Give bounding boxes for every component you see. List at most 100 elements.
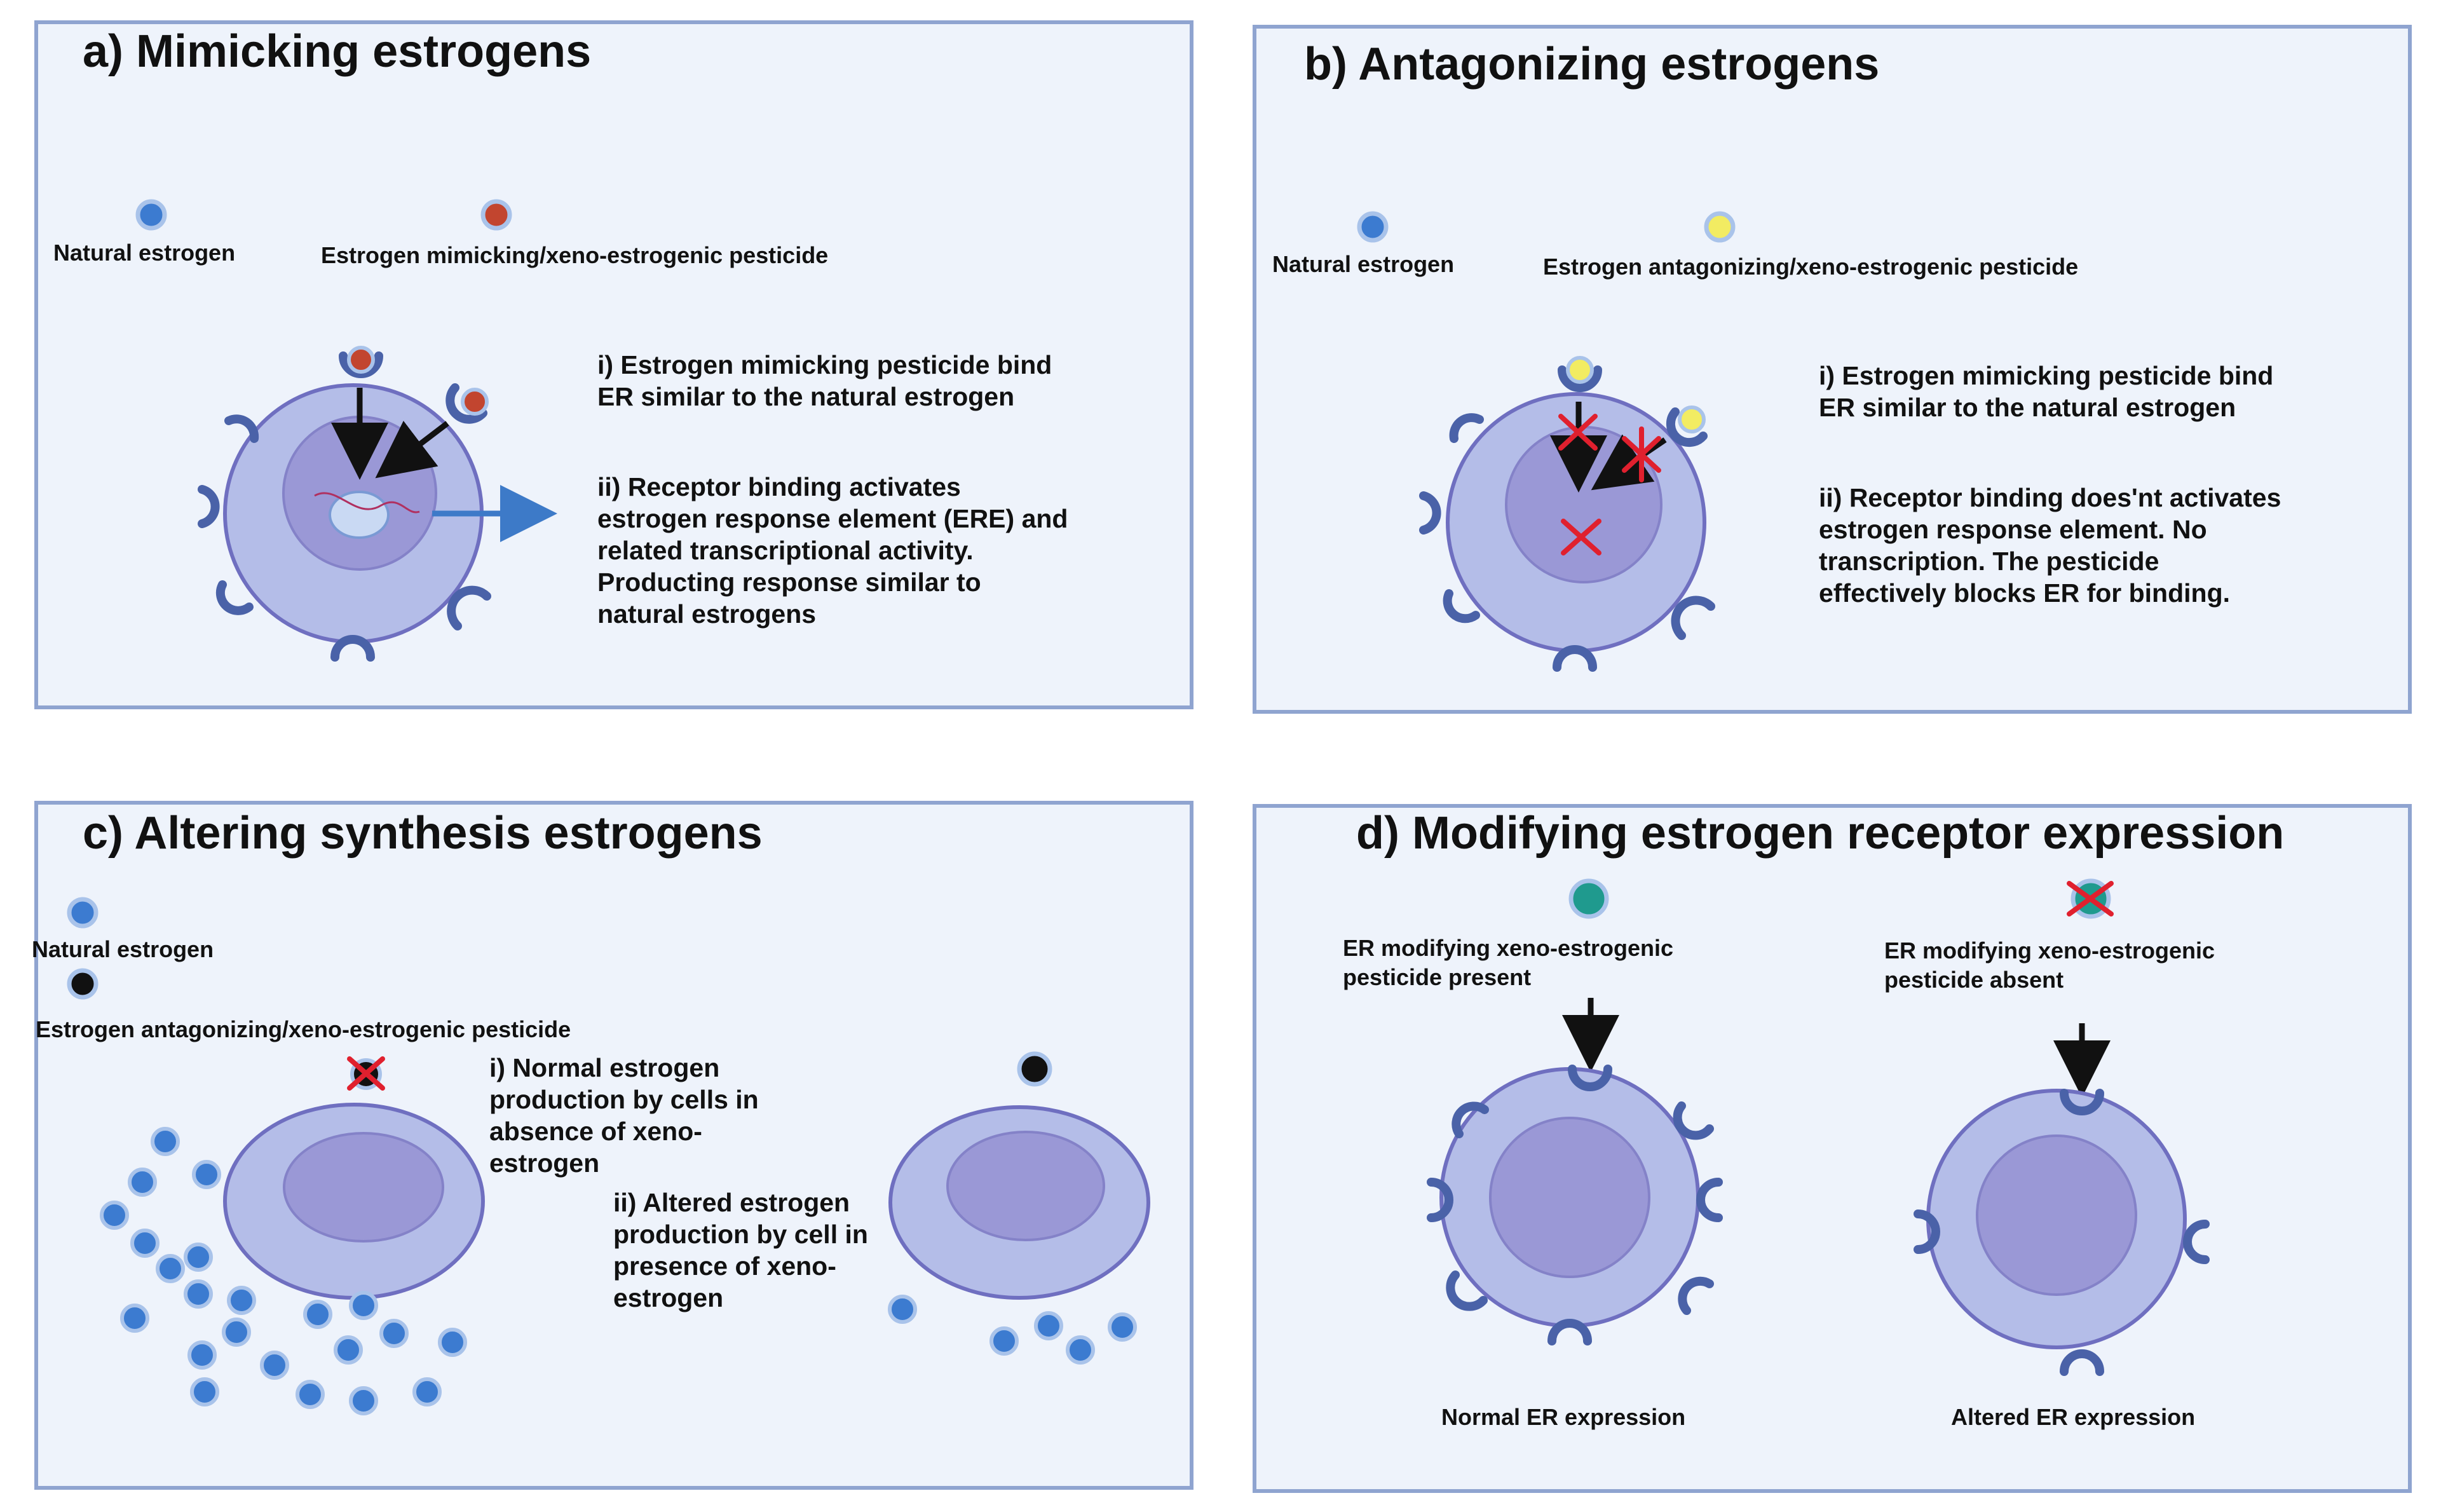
cross-icon (347, 1056, 385, 1091)
estrogen-dot (334, 1335, 363, 1365)
receptor-icon (2183, 1220, 2210, 1264)
cell-nucleus (1489, 1117, 1650, 1278)
receptor-icon (1446, 1270, 1488, 1311)
receptor-icon (1427, 1178, 1453, 1222)
cross-icon (2067, 881, 2114, 916)
ere-dna-blob (329, 491, 390, 539)
block-cross-icon (1622, 426, 1661, 482)
teal-pesticide-present-dot (1568, 878, 1609, 919)
legend-antagonist-pesticide: Estrogen antagonizing/xeno-estrogenic pe… (36, 1016, 571, 1042)
estrogen-cluster-altered (888, 1295, 1137, 1365)
absent-pesticide (347, 1056, 385, 1091)
receptor-icon (224, 414, 259, 443)
receptor-icon (1696, 1178, 1723, 1222)
estrogen-dot (438, 1328, 467, 1357)
panel-a-step2: ii) Receptor binding activates estrogen … (597, 472, 1075, 629)
panel-a-title: a) Mimicking estrogens (83, 26, 591, 77)
receptor-icon (1553, 645, 1597, 672)
cell-nucleus (283, 1132, 444, 1243)
receptor-icon (215, 580, 254, 615)
antagonist-pesticide-legend-dot (1704, 211, 1736, 243)
natural-estrogen-legend-dot (135, 199, 167, 231)
receptor-icon (1678, 1276, 1714, 1315)
estrogen-dot (349, 1386, 378, 1415)
bound-antagonist-pesticide (1566, 356, 1594, 384)
binding-arrow (375, 421, 449, 479)
estrogen-dot (184, 1243, 213, 1272)
panel-a-frame (34, 20, 1193, 709)
panel-d-title: d) Modifying estrogen receptor expressio… (1356, 808, 2284, 859)
estrogen-dot (120, 1304, 149, 1333)
receptor-icon (447, 585, 491, 630)
black-pesticide-legend-dot (67, 968, 99, 1000)
estrogen-dot (227, 1286, 256, 1315)
receptor-icon (330, 635, 375, 662)
panel-c-step1: i) Normal estrogen production by cells i… (489, 1053, 766, 1178)
receptor-icon (2060, 1349, 2104, 1376)
estrogen-dot (379, 1319, 409, 1348)
estrogen-dot (989, 1326, 1019, 1356)
receptor-icon (1419, 491, 1441, 535)
bound-black-pesticide (1017, 1051, 1052, 1087)
estrogen-dot (349, 1291, 378, 1320)
estrogen-dot (260, 1351, 289, 1380)
estrogen-dot (296, 1380, 325, 1409)
altered-er-caption: Altered ER expression (1951, 1404, 2195, 1430)
legend-mimic-pesticide: Estrogen mimicking/xeno-estrogenic pesti… (321, 242, 828, 268)
receptor-icon (1673, 1101, 1714, 1140)
receptor-icon (445, 383, 487, 424)
panel-c-title: c) Altering synthesis estrogens (83, 808, 763, 859)
teal-pesticide-absent (2067, 878, 2114, 919)
receptor-icon (1547, 1319, 1592, 1345)
receptor-icon (1449, 413, 1484, 443)
estrogen-dot (151, 1127, 180, 1156)
estrogen-dot (156, 1254, 185, 1283)
estrogen-dot (190, 1377, 219, 1406)
estrogen-dot (184, 1279, 213, 1309)
estrogen-dot (888, 1295, 917, 1324)
estrogen-dot (128, 1168, 157, 1197)
estrogen-dot (222, 1318, 251, 1347)
bound-antagonist-pesticide (1678, 405, 1706, 433)
mimic-pesticide-legend-dot (480, 199, 512, 231)
panel-b-step2: ii) Receptor binding does'nt activates e… (1819, 483, 2288, 608)
estrogen-dot (1108, 1312, 1137, 1342)
panel-d-frame (1253, 804, 2412, 1493)
cell-nucleus (1976, 1134, 2137, 1296)
receptor-icon (1666, 407, 1708, 447)
estrogen-dot (192, 1160, 221, 1189)
receptor-icon (1443, 589, 1480, 623)
natural-estrogen-legend-dot (67, 897, 99, 929)
legend-natural-estrogen: Natural estrogen (32, 936, 214, 962)
pesticide-present-label: ER modifying xeno-estrogenic pesticide p… (1343, 935, 1680, 990)
block-cross-icon (1558, 414, 1598, 451)
normal-er-caption: Normal ER expression (1441, 1404, 1685, 1430)
natural-estrogen-legend-dot (1357, 211, 1389, 243)
legend-antagonist-pesticide: Estrogen antagonizing/xeno-estrogenic pe… (1543, 254, 2078, 280)
receptor-icon (1558, 365, 1602, 392)
panel-d: d) Modifying estrogen receptor expressio… (1253, 804, 2412, 1493)
panel-b-step1: i) Estrogen mimicking pesticide bind ER … (1819, 361, 2281, 422)
estrogen-dot (303, 1300, 332, 1329)
estrogen-dot (187, 1340, 217, 1370)
panel-a: a) Mimicking estrogens Natural estrogen … (34, 20, 1193, 709)
pesticide-absent-label: ER modifying xeno-estrogenic pesticide a… (1884, 937, 2221, 993)
panel-b: b) Antagonizing estrogens Natural estrog… (1253, 25, 2412, 714)
receptor-icon (1568, 1065, 1612, 1091)
estrogen-dot (130, 1229, 160, 1258)
panel-c-step2: ii) Altered estrogen production by cell … (613, 1188, 875, 1312)
estrogen-dot (1066, 1335, 1095, 1365)
receptor-icon (1914, 1209, 1940, 1254)
legend-natural-estrogen: Natural estrogen (53, 240, 235, 266)
bound-mimic-pesticide (461, 388, 489, 416)
receptor-icon (2060, 1089, 2104, 1115)
panel-b-title: b) Antagonizing estrogens (1304, 39, 1879, 90)
estrogen-dot (412, 1377, 442, 1406)
bound-mimic-pesticide (347, 346, 375, 374)
estrogen-dot (100, 1201, 129, 1230)
estrogen-cluster-normal (100, 1127, 467, 1415)
panel-a-step1: i) Estrogen mimicking pesticide bind ER … (597, 350, 1059, 411)
cell-nucleus (946, 1131, 1105, 1241)
receptor-icon (1452, 1101, 1489, 1138)
